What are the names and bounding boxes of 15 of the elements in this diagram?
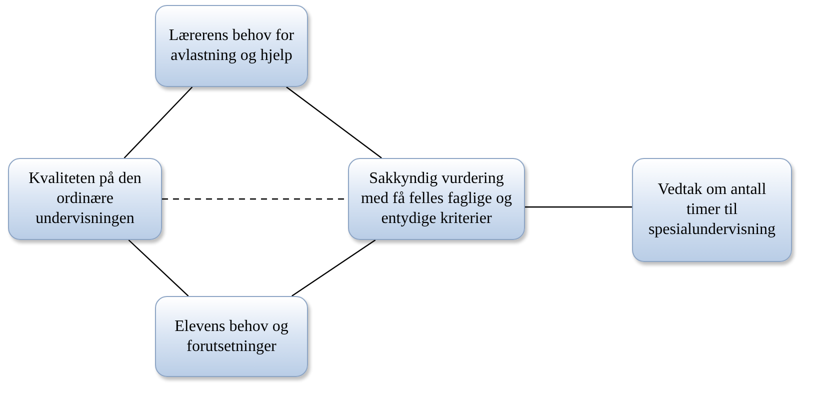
connector-line xyxy=(128,240,189,296)
process-box xyxy=(155,296,308,377)
box-text: Sakkyndig vurdering med få felles faglige og entydige kriterier xyxy=(360,169,514,229)
process-box xyxy=(632,158,792,262)
process-box xyxy=(155,5,308,87)
process-box xyxy=(348,158,525,240)
box-text: Elevens behov og forutsetninger xyxy=(174,316,290,356)
connector-line xyxy=(292,240,376,296)
box-text: Kvaliteten på den ordinære undervisningen xyxy=(28,169,142,229)
box-text: Vedtak om antall timer til spesialundervisning xyxy=(647,180,777,240)
connector-line xyxy=(525,206,632,208)
connector-line xyxy=(124,86,193,158)
connector-line xyxy=(286,86,382,158)
box-text: Lærerens behov for avlastning og hjelp xyxy=(168,26,296,66)
process-box xyxy=(8,158,162,240)
